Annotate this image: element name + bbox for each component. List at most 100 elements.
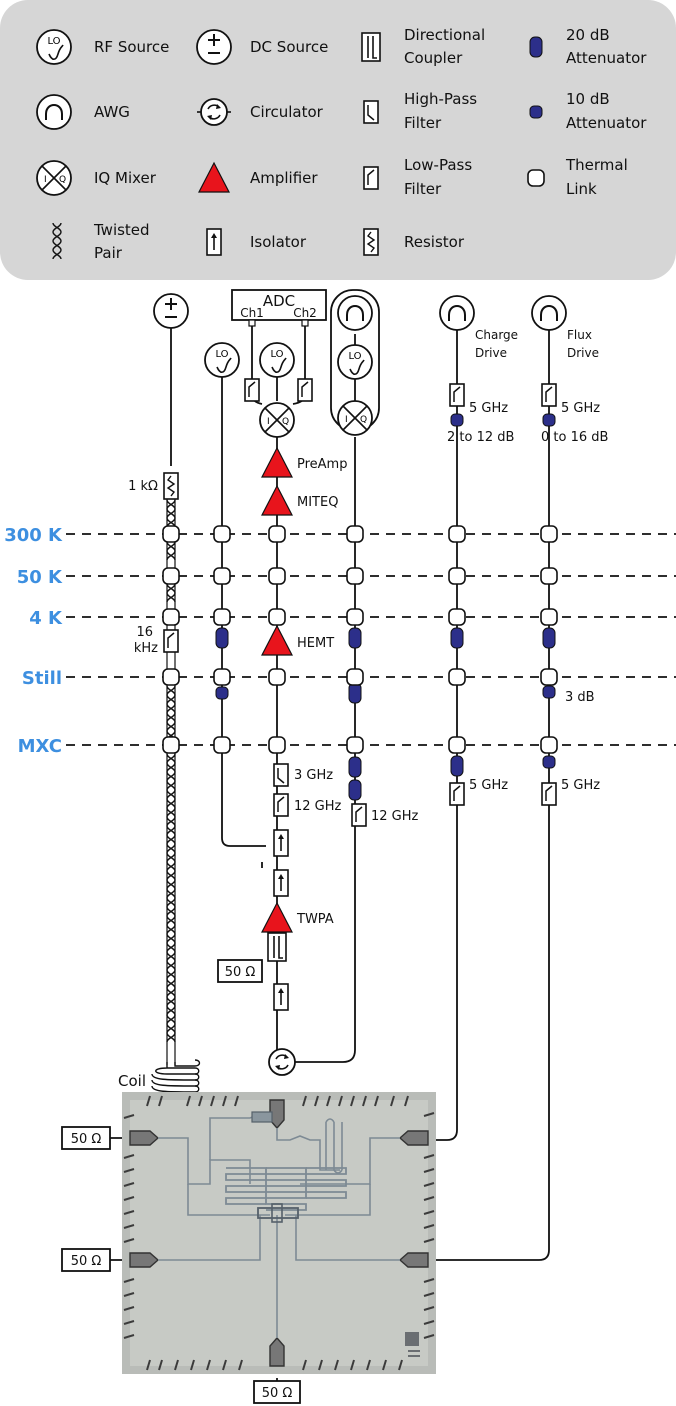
charge-lpf-label: 5 GHz [469, 401, 508, 416]
attenuator-20db-icon [348, 756, 362, 778]
attenuator-20db-icon [450, 755, 464, 777]
lpf-16-label-b: kHz [134, 641, 158, 656]
lo-text: LO [348, 351, 361, 362]
low-pass-filter-icon [163, 629, 179, 653]
attenuator-10db-icon [542, 413, 556, 427]
hemt-label: HEMT [297, 636, 334, 651]
charge-drive-label-2: Drive [475, 346, 507, 360]
isolator-icon [273, 983, 289, 1011]
lo-icon: LO [337, 344, 373, 380]
legend-mixer-q: Q [59, 175, 66, 185]
lpf-12ghz-label: 12 GHz [294, 799, 342, 814]
termination-50-ohm [253, 1380, 301, 1404]
term-left-1-label: 50 Ω [71, 1132, 102, 1147]
legend-att20-line2: Attenuator [566, 49, 647, 67]
low-pass-filter-icon [351, 803, 367, 827]
stage-label-4k: 4 K [29, 608, 63, 629]
mixer-i: I [345, 415, 348, 425]
low-pass-filter-icon [297, 378, 313, 402]
adc-title: ADC [263, 292, 295, 310]
flux-lpf-mxc-label: 5 GHz [561, 778, 600, 793]
preamp-label: PreAmp [297, 457, 347, 472]
attenuator-20db-icon [348, 682, 362, 704]
thermal-link-icon [540, 525, 558, 543]
thermal-link-icon [540, 668, 558, 686]
awg-icon [36, 94, 72, 130]
legend-mixer-i: I [44, 175, 47, 185]
stage-label-still: Still [22, 668, 62, 689]
twisted-pair-icon [166, 583, 176, 603]
term-left-2-label: 50 Ω [71, 1254, 102, 1269]
thermal-link-icon [213, 668, 231, 686]
thermal-link-icon [540, 608, 558, 626]
lo-icon: LO [36, 29, 72, 65]
charge-drive-line: Charge Drive 5 GHz 2 to 12 dB 5 GHz [439, 295, 518, 806]
legend-thermal-line2: Link [566, 180, 597, 198]
thermal-link-icon [162, 608, 180, 626]
thermal-link-icon [213, 736, 231, 754]
legend-awg: AWG [94, 103, 130, 121]
coupler-icon [361, 32, 381, 62]
resistor-1k-label: 1 kΩ [128, 479, 158, 494]
coupler-icon [267, 932, 287, 962]
flux-drive-label-1: Flux [567, 328, 592, 342]
thermal-link-icon [448, 525, 466, 543]
miteq-amplifier-icon [261, 485, 293, 516]
stage-label-mxc: MXC [18, 736, 62, 757]
thermal-link-icon [540, 736, 558, 754]
thermal-link-icon [268, 567, 286, 585]
attenuator-10db-icon [215, 686, 229, 700]
thermal-link-icon [213, 567, 231, 585]
low-pass-filter-icon [449, 782, 465, 806]
low-pass-filter-icon [363, 166, 379, 190]
circulator-icon [197, 98, 231, 126]
thermal-link-icon [162, 668, 180, 686]
high-pass-filter-icon [363, 100, 379, 124]
low-pass-filter-icon [244, 378, 260, 402]
coil-icon [151, 1059, 201, 1093]
hemt-amplifier-icon [261, 625, 293, 656]
miteq-label: MITEQ [297, 495, 338, 510]
thermal-link-icon [162, 567, 180, 585]
legend-hpf-line1: High-Pass [404, 90, 477, 108]
thermal-link-icon [268, 525, 286, 543]
legend-hpf-line2: Filter [404, 114, 442, 132]
termination-50-ohm [61, 1126, 111, 1150]
resistor-icon [363, 228, 379, 256]
stage-label-300k: 300 K [4, 525, 63, 546]
isolator-icon [273, 869, 289, 897]
mixer-i: I [267, 417, 270, 427]
flux-3db-label: 3 dB [565, 690, 595, 705]
legend-isolator: Isolator [250, 233, 307, 251]
thermal-link-icon [268, 668, 286, 686]
high-pass-filter-icon [273, 763, 289, 787]
readout-drive-line: LO I Q 12 GHz [337, 295, 419, 827]
isolator-icon [273, 829, 289, 857]
mixer-q: Q [282, 417, 289, 427]
isolator-icon [206, 228, 222, 256]
adc-ch2: Ch2 [293, 306, 317, 320]
readout-lo-line: LO [204, 342, 240, 700]
attenuator-10db-icon [450, 413, 464, 427]
thermal-link-icon [346, 567, 364, 585]
dc-bias-line: 1 kΩ 16 kHz Coil [118, 293, 201, 1093]
attenuator-20db-icon [529, 36, 543, 58]
flux-lpf-label: 5 GHz [561, 401, 600, 416]
legend-amplifier: Amplifier [250, 169, 318, 187]
legend-att10-line2: Attenuator [566, 114, 647, 132]
adc-box [231, 289, 327, 321]
legend-twisted-line1: Twisted [93, 221, 150, 239]
legend-panel: LO RF Source DC Source Directional Coupl… [0, 0, 676, 280]
charge-attenuator-label: 2 to 12 dB [447, 430, 514, 445]
awg-icon [439, 295, 475, 331]
attenuator-10db-icon [542, 685, 556, 699]
thermal-link-icon [346, 668, 364, 686]
thermal-link-icon [346, 525, 364, 543]
lpf-16-label-a: 16 [136, 625, 153, 640]
legend-dc-source: DC Source [250, 38, 328, 56]
attenuator-10db-icon [542, 755, 556, 769]
thermal-link-icon [448, 736, 466, 754]
attenuator-20db-icon [348, 779, 362, 801]
resistor-icon [163, 472, 179, 500]
